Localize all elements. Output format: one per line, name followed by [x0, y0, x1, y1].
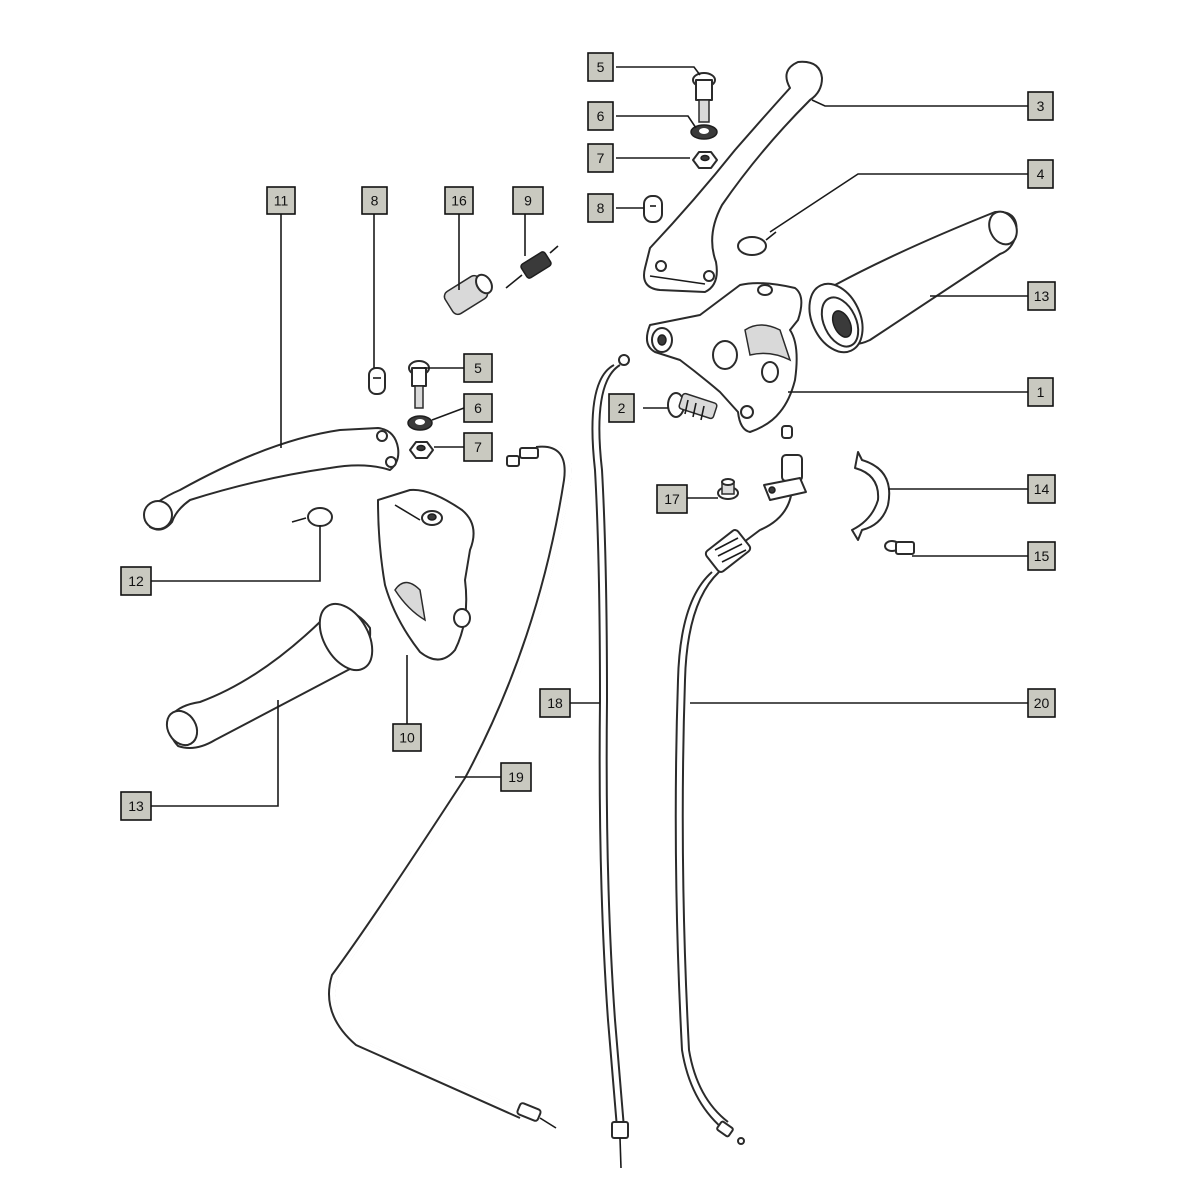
callout-5-top: 5	[587, 52, 614, 82]
screw-part-2	[667, 392, 718, 421]
svg-text:4: 4	[1037, 166, 1045, 182]
adjuster-part-9	[505, 245, 559, 289]
nut-part-7-top	[692, 151, 718, 169]
small-pin	[781, 425, 793, 439]
cable-clamp	[763, 454, 807, 501]
svg-text:10: 10	[399, 730, 415, 746]
callout-6-left: 6	[463, 393, 493, 423]
right-grip-part-13	[808, 210, 1018, 354]
pin-part-8-top	[643, 195, 663, 223]
pin-part-8-left	[368, 367, 386, 395]
svg-text:5: 5	[474, 360, 482, 376]
cable-20	[674, 477, 794, 1145]
callout-1: 1	[1027, 377, 1054, 407]
svg-text:14: 14	[1034, 481, 1050, 497]
svg-text:17: 17	[664, 491, 680, 507]
callout-13-right: 13	[1027, 281, 1056, 311]
svg-text:3: 3	[1037, 98, 1045, 114]
nut-part-7-left	[409, 441, 434, 459]
svg-text:9: 9	[524, 193, 532, 209]
callout-14: 14	[1027, 474, 1056, 504]
screw-part-15	[884, 540, 915, 555]
washer-part-6-left	[407, 415, 433, 431]
svg-text:7: 7	[597, 150, 605, 166]
callout-9: 9	[512, 186, 544, 215]
svg-text:7: 7	[474, 439, 482, 455]
clutch-housing-part-10	[377, 488, 475, 661]
cable-19	[328, 443, 572, 1129]
svg-text:8: 8	[597, 200, 605, 216]
callout-3: 3	[1027, 91, 1054, 121]
svg-text:6: 6	[474, 400, 482, 416]
spring-part-12	[291, 507, 333, 527]
svg-text:20: 20	[1034, 695, 1050, 711]
right-lever-part-3	[643, 60, 823, 293]
callout-18: 18	[539, 688, 571, 718]
svg-text:13: 13	[128, 798, 144, 814]
svg-text:15: 15	[1034, 548, 1050, 564]
svg-text:5: 5	[597, 59, 605, 75]
callout-12: 12	[120, 566, 152, 596]
callout-5-left: 5	[463, 353, 493, 383]
left-lever-part-11	[143, 427, 400, 531]
callout-2: 2	[608, 393, 635, 423]
screw-part-5-top	[692, 72, 716, 123]
spring-part-4	[737, 231, 777, 256]
screw-part-17	[717, 478, 739, 500]
callout-19: 19	[500, 762, 532, 792]
pipe-part-16	[443, 273, 493, 316]
callout-13-left: 13	[120, 791, 152, 821]
callout-6-top: 6	[587, 101, 614, 131]
callout-4: 4	[1027, 159, 1054, 189]
svg-text:19: 19	[508, 769, 524, 785]
callout-10: 10	[392, 723, 422, 752]
svg-text:18: 18	[547, 695, 563, 711]
clip-part-14	[851, 451, 891, 541]
svg-text:6: 6	[597, 108, 605, 124]
svg-text:11: 11	[274, 193, 289, 209]
callout-17: 17	[656, 484, 688, 514]
svg-text:16: 16	[451, 193, 467, 209]
svg-text:13: 13	[1034, 288, 1050, 304]
svg-text:8: 8	[371, 193, 379, 209]
svg-text:2: 2	[618, 400, 626, 416]
callout-8-top: 8	[587, 193, 614, 223]
callout-16: 16	[444, 186, 474, 215]
callout-7-left: 7	[463, 432, 493, 462]
throttle-housing-part-1	[645, 282, 803, 433]
left-grip-part-13	[165, 602, 374, 749]
callout-11: 11	[266, 186, 296, 215]
cable-18	[591, 354, 630, 1169]
callout-8-left: 8	[361, 186, 388, 215]
leader-lines	[151, 66, 1028, 807]
callout-20: 20	[1027, 688, 1056, 718]
callout-7-top: 7	[587, 143, 614, 173]
washer-part-6-top	[690, 124, 718, 140]
cable-20-adjuster	[704, 529, 752, 573]
callout-15: 15	[1027, 541, 1056, 571]
svg-text:12: 12	[128, 573, 144, 589]
svg-text:1: 1	[1037, 384, 1045, 400]
screw-part-5-left	[408, 360, 430, 409]
